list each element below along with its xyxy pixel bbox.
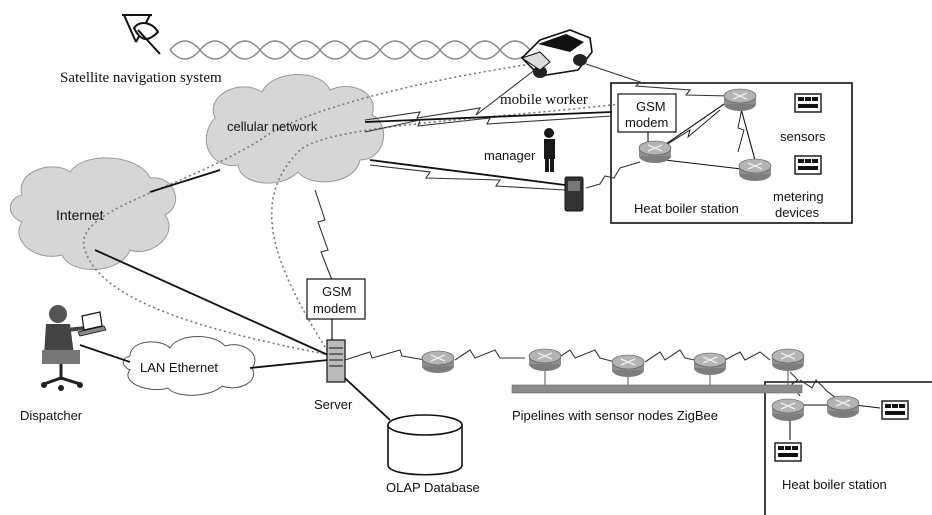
label-satellite-navigation-system: Satellite navigation system	[60, 70, 222, 86]
pipeline-bar	[511, 384, 803, 394]
heat-boiler-station-box-bottom	[764, 381, 932, 515]
person-icon	[544, 128, 555, 172]
router-icon	[638, 140, 672, 164]
label-pipelines: Pipelines with sensor nodes ZigBee	[512, 408, 718, 423]
label-metering: metering	[773, 189, 824, 204]
sensor-panel-icon	[774, 442, 802, 462]
dispatcher-figure	[41, 305, 87, 391]
router-icon	[611, 354, 645, 378]
router-icon	[528, 348, 562, 372]
router-icon	[723, 88, 757, 112]
router-icon	[771, 348, 805, 372]
satellite-icon	[122, 14, 161, 55]
satellite-signal-wave	[169, 40, 531, 60]
label-internet: Internet	[56, 207, 104, 223]
label-lan-ethernet: LAN Ethernet	[140, 360, 218, 375]
router-icon	[421, 350, 455, 374]
label-sensors: sensors	[780, 129, 826, 144]
router-icon	[826, 395, 860, 419]
sensor-panel-icon	[794, 93, 822, 113]
label-modem-top: modem	[625, 115, 668, 130]
label-manager: manager	[484, 148, 536, 163]
label-modem-server: modem	[313, 301, 356, 316]
label-devices: devices	[775, 205, 820, 220]
label-gsm-server: GSM	[322, 284, 352, 299]
label-heat-boiler-station-bottom: Heat boiler station	[782, 477, 887, 492]
gsm-modem-box-top	[617, 93, 677, 133]
internet-cloud	[9, 157, 177, 270]
sensor-panel-icon	[881, 400, 909, 420]
label-cellular-network: cellular network	[227, 119, 318, 134]
label-heat-boiler-station-top: Heat boiler station	[634, 201, 739, 216]
heat-boiler-station-box-top	[610, 82, 853, 224]
lan-ethernet-cloud	[122, 336, 256, 396]
router-icon	[738, 158, 772, 182]
database-icon	[387, 414, 463, 476]
label-mobile-worker: mobile worker	[500, 92, 588, 108]
router-icon	[693, 352, 727, 376]
router-icon	[771, 398, 805, 422]
label-server: Server	[314, 397, 353, 412]
wireless-links	[314, 61, 837, 399]
phone-icon	[564, 176, 584, 212]
label-dispatcher: Dispatcher	[20, 408, 83, 423]
label-gsm-top: GSM	[636, 99, 666, 114]
gsm-modem-box-server	[306, 278, 366, 320]
laptop-icon	[77, 311, 107, 337]
cellular-network-cloud	[205, 74, 385, 184]
server-icon	[326, 339, 346, 383]
metering-panel-icon	[794, 155, 822, 175]
pipeline-connectors	[544, 368, 789, 385]
car-icon	[520, 29, 593, 78]
label-olap-database: OLAP Database	[386, 480, 480, 495]
